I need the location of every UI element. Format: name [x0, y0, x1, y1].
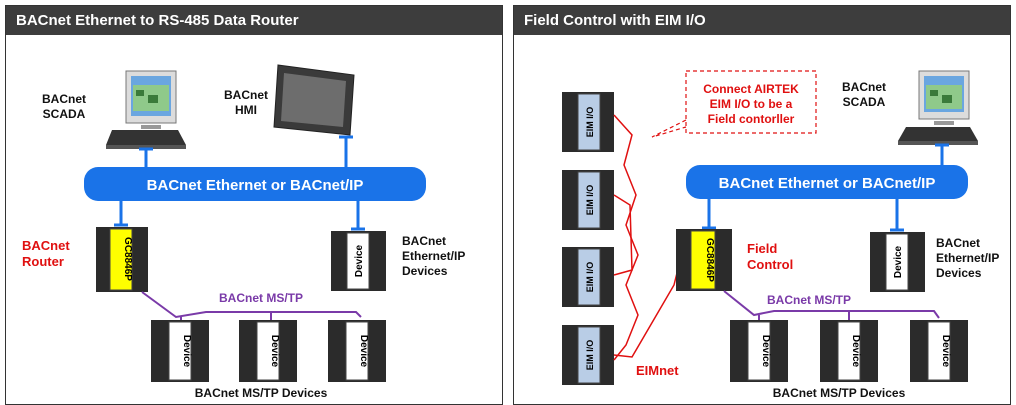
- mstp-device-3: Device: [910, 320, 968, 382]
- eim-module-3: EIM I/O: [562, 247, 614, 307]
- hmi-label-2: HMI: [235, 103, 257, 117]
- ip-device-module-label: Device: [354, 244, 365, 277]
- ip-device-module-label: Device: [893, 245, 904, 278]
- eim-module-4-label: EIM I/O: [585, 340, 595, 371]
- ip-devices-label-3: Devices: [936, 266, 982, 280]
- router-module: GC8846P: [96, 227, 148, 292]
- hmi-panel-icon: [273, 64, 355, 136]
- callout-line-1: Connect AIRTEK: [703, 82, 799, 96]
- eim-module-1: EIM I/O: [562, 92, 614, 152]
- right-panel-title: Field Control with EIM I/O: [514, 6, 1010, 35]
- computer-icon: [898, 70, 978, 145]
- controller-label-1: Field: [747, 241, 777, 256]
- ip-devices-label-2: Ethernet/IP: [936, 251, 999, 265]
- mstp-device-1-label: Device: [181, 335, 192, 368]
- scada-label-1: BACnet: [42, 92, 86, 106]
- callout-line-2: EIM I/O to be a: [710, 97, 793, 111]
- mstp-label: BACnet MS/TP: [219, 291, 303, 305]
- callout-box: [651, 70, 817, 138]
- mstp-device-3: Device: [328, 320, 386, 382]
- router-module-label: GC8846P: [122, 237, 133, 281]
- mstp-line: [723, 290, 940, 319]
- hmi-label-1: BACnet: [224, 88, 268, 102]
- left-diagram: BACnet SCADA BACnet HMI BACnet Ethernet …: [22, 64, 465, 400]
- eim-module-4: EIM I/O: [562, 325, 614, 385]
- eim-module-3-label: EIM I/O: [585, 262, 595, 293]
- mstp-label: BACnet MS/TP: [767, 293, 851, 307]
- mstp-devices-label: BACnet MS/TP Devices: [195, 386, 328, 400]
- scada-label-1: BACnet: [842, 80, 886, 94]
- eim-module-2: EIM I/O: [562, 170, 614, 230]
- scada-label-2: SCADA: [843, 95, 886, 109]
- ethernet-bus: [84, 167, 426, 201]
- ip-devices-label-1: BACnet: [402, 234, 446, 248]
- mstp-device-2: Device: [239, 320, 297, 382]
- mstp-device-1: Device: [151, 320, 209, 382]
- eim-module-2-label: EIM I/O: [585, 185, 595, 216]
- mstp-device-2: Device: [820, 320, 878, 382]
- mstp-line: [141, 291, 362, 319]
- eimnet-line: [613, 114, 639, 361]
- mstp-device-2-label: Device: [269, 335, 280, 368]
- eim-module-1-label: EIM I/O: [585, 107, 595, 138]
- ip-device-module: Device: [331, 231, 386, 291]
- right-diagram: EIM I/O EIM I/O EIM I/O EIM I/O EIMnet C…: [562, 70, 999, 400]
- left-panel-title: BACnet Ethernet to RS-485 Data Router: [6, 6, 502, 35]
- ip-device-module: Device: [870, 232, 925, 292]
- mstp-device-2-label: Device: [850, 335, 861, 368]
- mstp-device-1-label: Device: [760, 335, 771, 368]
- computer-icon: [106, 70, 186, 149]
- callout-line-3: Field contorller: [708, 112, 795, 126]
- left-panel: BACnet Ethernet to RS-485 Data Router BA…: [5, 5, 503, 405]
- mstp-device-3-label: Device: [358, 335, 369, 368]
- ethernet-bus: [686, 165, 968, 199]
- controller-module: GC8846P: [676, 229, 732, 291]
- controller-label-2: Control: [747, 257, 793, 272]
- mstp-devices-label: BACnet MS/TP Devices: [773, 386, 906, 400]
- controller-module-label: GC8846P: [704, 238, 715, 282]
- ip-devices-label-3: Devices: [402, 264, 448, 278]
- scada-label-2: SCADA: [43, 107, 86, 121]
- ip-devices-label-2: Ethernet/IP: [402, 249, 465, 263]
- ethernet-bus-label: BACnet Ethernet or BACnet/IP: [147, 177, 364, 194]
- right-panel: Field Control with EIM I/O EIM I/O EIM I…: [513, 5, 1011, 405]
- ethernet-bus-label: BACnet Ethernet or BACnet/IP: [719, 175, 936, 192]
- ip-devices-label-1: BACnet: [936, 236, 980, 250]
- router-label-1: BACnet: [22, 238, 70, 253]
- router-label-2: Router: [22, 254, 64, 269]
- mstp-device-3-label: Device: [940, 335, 951, 368]
- mstp-device-1: Device: [730, 320, 788, 382]
- eimnet-label: EIMnet: [636, 363, 679, 378]
